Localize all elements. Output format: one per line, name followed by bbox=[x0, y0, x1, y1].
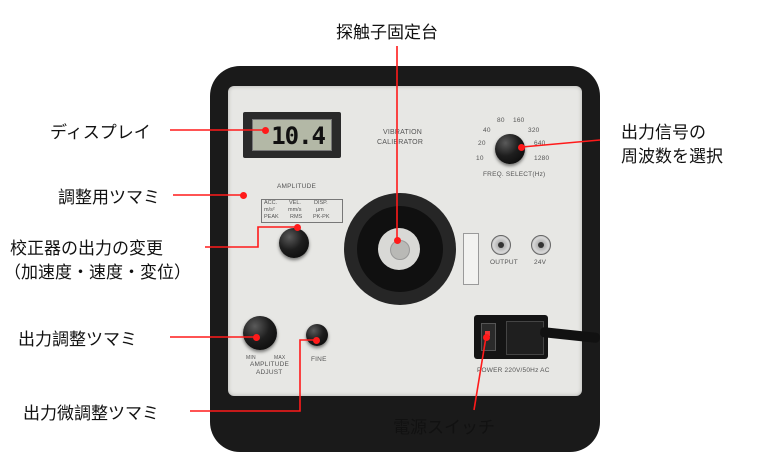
dot-output-adjust bbox=[253, 334, 260, 341]
power-socket bbox=[506, 321, 544, 355]
label-display: ディスプレイ bbox=[50, 123, 151, 143]
amplitude-max-label: MAX bbox=[274, 355, 286, 361]
label-mode-switch-2: （加速度・速度・変位） bbox=[4, 263, 191, 283]
freq-mark-80: 80 bbox=[497, 117, 505, 124]
freq-mark-320: 320 bbox=[528, 127, 540, 134]
freq-mark-40: 40 bbox=[483, 127, 491, 134]
device-title-line2: CALIBRATOR bbox=[377, 139, 424, 146]
output-connector[interactable] bbox=[491, 235, 511, 255]
freq-mark-10: 10 bbox=[476, 155, 484, 162]
amplitude-adjust-label-2: ADJUST bbox=[256, 369, 283, 376]
amplitude-label: AMPLITUDE bbox=[277, 183, 317, 190]
leader-power-switch bbox=[473, 336, 487, 411]
label-freq-select-2: 周波数を選択 bbox=[621, 147, 723, 167]
freq-mark-1280: 1280 bbox=[534, 155, 550, 162]
dot-freq-select bbox=[518, 144, 525, 151]
power-switch-indicator bbox=[485, 331, 490, 336]
display-reading: 10.4 bbox=[252, 119, 332, 151]
leader-freq-select bbox=[521, 139, 601, 148]
measure-pkpk: PK-PK bbox=[313, 214, 330, 220]
device-title-line1: VIBRATION bbox=[383, 129, 423, 136]
mode-select-knob[interactable] bbox=[279, 228, 309, 258]
measure-peak: PEAK bbox=[264, 214, 279, 220]
freq-mark-20: 20 bbox=[478, 140, 486, 147]
dot-adjust-knobs bbox=[240, 192, 247, 199]
dot-sensor-mount bbox=[394, 237, 401, 244]
24v-label: 24V bbox=[534, 259, 547, 266]
power-label: POWER 220V/50Hz AC bbox=[477, 367, 550, 374]
device-base bbox=[228, 396, 582, 436]
amplitude-min-label: MIN bbox=[246, 355, 256, 361]
mode-acc: ACC. bbox=[264, 200, 278, 206]
fine-label: FINE bbox=[311, 356, 327, 363]
leader-fine-adjust bbox=[190, 339, 316, 412]
probe-clip bbox=[463, 233, 479, 285]
leader-mode-switch bbox=[205, 226, 297, 248]
label-power-switch: 電源スイッチ bbox=[393, 418, 495, 438]
dot-display bbox=[262, 127, 269, 134]
dot-fine-adjust bbox=[313, 337, 320, 344]
unit-acc: m/s² bbox=[264, 207, 275, 213]
freq-mark-160: 160 bbox=[513, 117, 525, 124]
freq-select-label: FREQ. SELECT(Hz) bbox=[483, 171, 546, 178]
mode-table bbox=[261, 199, 343, 223]
label-adjust-knobs: 調整用ツマミ bbox=[58, 188, 160, 208]
dot-mode-switch bbox=[294, 224, 301, 231]
output-label: OUTPUT bbox=[490, 259, 518, 266]
measure-rms: RMS bbox=[290, 214, 303, 220]
dot-power-switch bbox=[483, 334, 490, 341]
amplitude-adjust-label-1: AMPLITUDE bbox=[250, 361, 290, 368]
freq-mark-640: 640 bbox=[534, 140, 546, 147]
label-freq-select-1: 出力信号の bbox=[621, 123, 706, 143]
label-sensor-mount: 探触子固定台 bbox=[336, 23, 438, 43]
24v-connector[interactable] bbox=[531, 235, 551, 255]
unit-vel: mm/s bbox=[288, 207, 302, 213]
label-fine-adjust: 出力微調整ツマミ bbox=[23, 404, 159, 424]
mode-vel: VEL. bbox=[289, 200, 301, 206]
label-output-adjust: 出力調整ツマミ bbox=[18, 330, 137, 350]
unit-disp: µm bbox=[316, 207, 324, 213]
label-mode-switch-1: 校正器の出力の変更 bbox=[10, 239, 163, 259]
amplitude-adjust-knob[interactable] bbox=[243, 316, 277, 350]
mode-disp: DISP. bbox=[314, 200, 328, 206]
